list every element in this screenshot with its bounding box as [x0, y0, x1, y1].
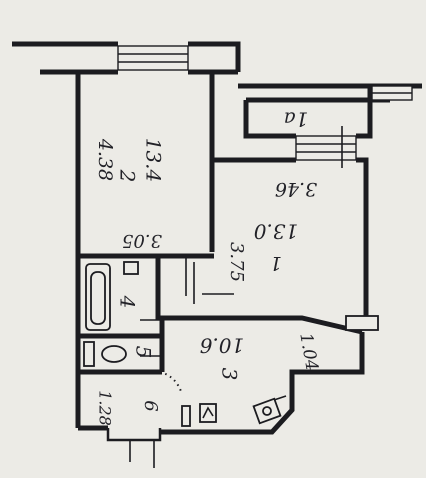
label-room-6: 6	[140, 400, 161, 411]
label-room-1-width: 3.75	[226, 242, 247, 282]
wall-column	[345, 315, 379, 331]
boiler	[252, 397, 282, 425]
window-room-1	[295, 135, 357, 161]
stove	[181, 405, 191, 427]
label-room-3-area: 10.6	[199, 334, 244, 358]
label-room-1-dimension: 3.46	[275, 178, 317, 200]
label-room-1a: 1a	[284, 108, 309, 132]
label-room-2-dimension: 4.38	[94, 138, 116, 181]
label-room-2-number: 2	[116, 169, 140, 183]
window-room-2	[117, 45, 189, 71]
walls	[12, 41, 422, 468]
label-room-4: 4	[116, 295, 140, 309]
label-room-3-number: 3	[218, 368, 242, 381]
label-room-1-area: 13.0	[253, 220, 298, 244]
label-room-2-width: 3.05	[122, 230, 162, 251]
label-room-5: 5	[132, 346, 156, 359]
bathtub	[85, 263, 111, 331]
label-room-2-area: 13.4	[142, 138, 166, 183]
toilet	[83, 341, 127, 367]
label-room-1-number: 1	[270, 252, 282, 274]
door-lines	[140, 126, 343, 405]
washbasin	[123, 261, 139, 275]
window-balcony	[371, 85, 413, 101]
sink-kitchen	[199, 403, 217, 423]
label-entrance-dimension: 1.28	[96, 390, 115, 426]
